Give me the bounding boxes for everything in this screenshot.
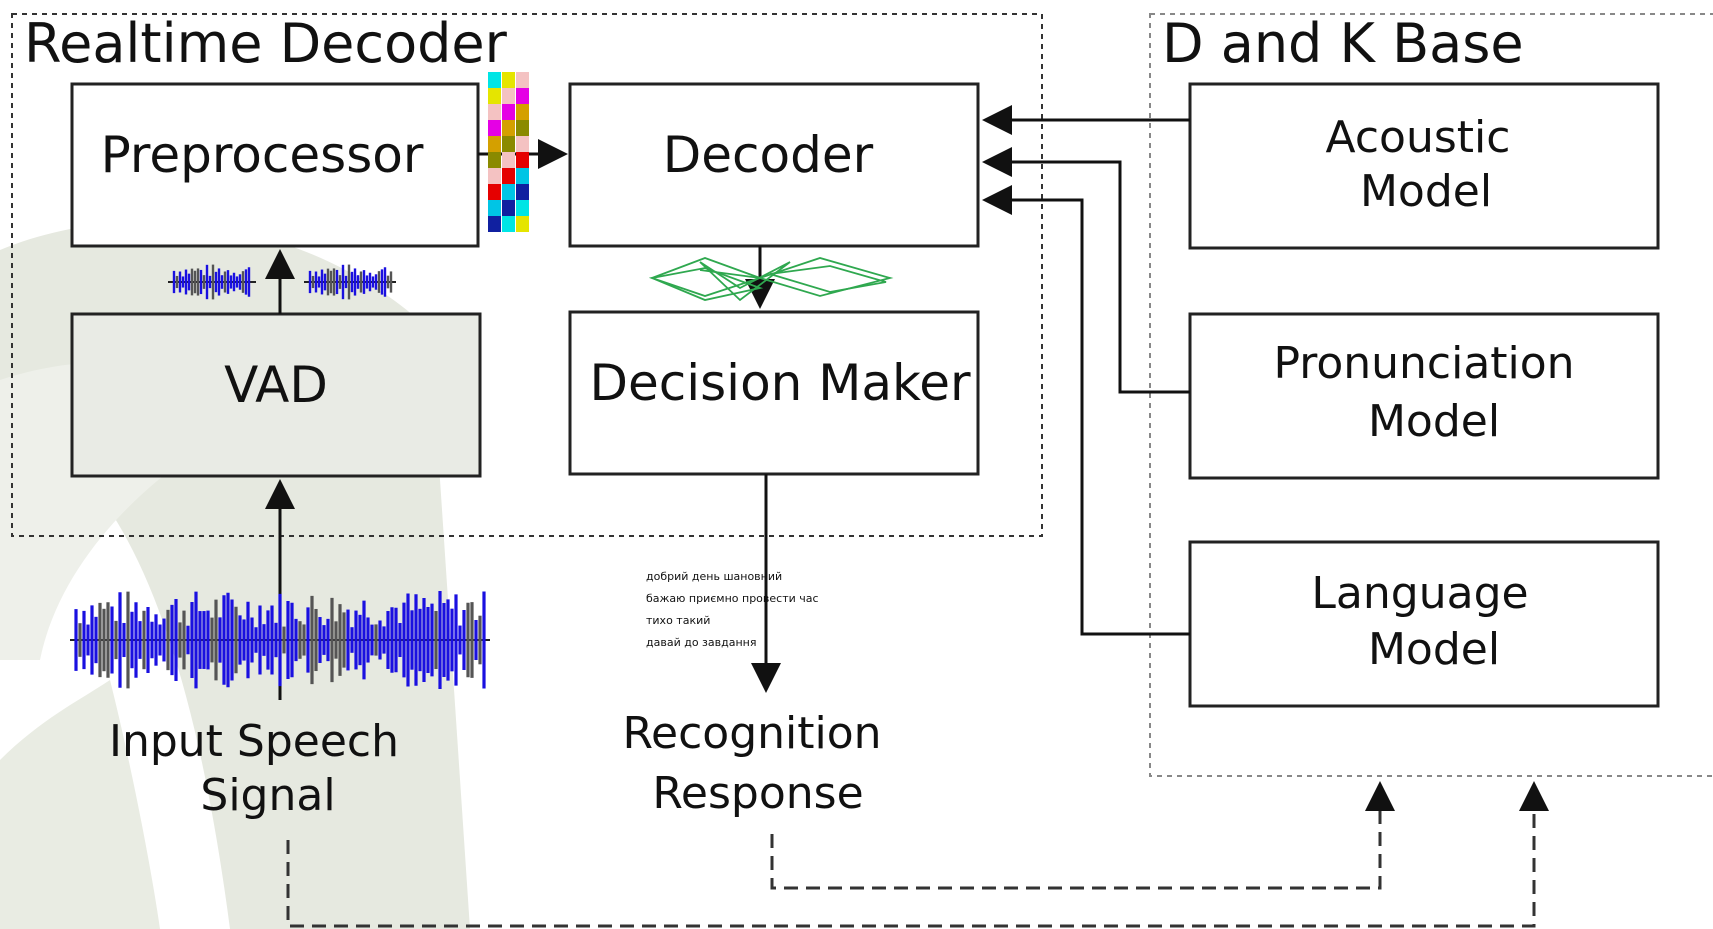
feature-cell: [516, 120, 529, 136]
realtime-decoder-frame: [11, 13, 1043, 537]
feature-cell: [516, 216, 529, 232]
feature-cell: [488, 88, 501, 104]
preprocessor-block: [70, 82, 480, 248]
knowledge-base-frame: [1149, 13, 1713, 777]
acoustic-model-label-1: Acoustic: [1326, 112, 1511, 163]
transcript-line-3: тихо такий: [646, 614, 710, 627]
feature-cell: [488, 120, 501, 136]
feature-cell: [516, 152, 529, 168]
feature-cell: [502, 88, 515, 104]
feature-cell: [488, 136, 501, 152]
language-model-label-1: Language: [1311, 568, 1528, 619]
feature-cell: [502, 184, 515, 200]
language-model-label-2: Model: [1368, 624, 1500, 675]
decoder-block: [568, 82, 980, 248]
realtime-decoder-title: Realtime Decoder: [24, 12, 508, 75]
input-waveform: [70, 591, 490, 689]
feature-cell: [516, 184, 529, 200]
response-feedback-dashed-arrow: [770, 781, 1395, 890]
vad-label: VAD: [224, 356, 328, 414]
feature-cell: [488, 152, 501, 168]
recognition-response-label-2: Response: [652, 768, 863, 819]
pronunciation-model-label-1: Pronunciation: [1273, 338, 1574, 389]
recognition-response-label-1: Recognition: [622, 708, 881, 759]
feature-cell: [516, 136, 529, 152]
transcript-line-4: давай до завдання: [646, 636, 756, 649]
decision-maker-label: Decision Maker: [589, 354, 970, 412]
input-speech-label-2: Signal: [200, 770, 335, 821]
feature-cell: [516, 168, 529, 184]
decision-maker-block: [568, 310, 980, 476]
feature-vector-graphic: [488, 72, 529, 232]
feature-cell: [488, 184, 501, 200]
vad-block: [70, 312, 482, 478]
pronunciation-model-block: [1188, 312, 1660, 480]
feature-cell: [488, 216, 501, 232]
pronunciation-model-label-2: Model: [1368, 396, 1500, 447]
feature-cell: [488, 104, 501, 120]
lattice-graphic: [648, 257, 894, 302]
feature-cell: [516, 88, 529, 104]
feature-cell: [502, 152, 515, 168]
vad-waveform-left: [168, 264, 256, 300]
feature-cell: [488, 200, 501, 216]
pronunciation-to-decoder-arrow: [982, 147, 1190, 394]
language-model-block: [1188, 540, 1660, 708]
feature-cell: [502, 168, 515, 184]
feature-cell: [502, 216, 515, 232]
feature-cell: [516, 200, 529, 216]
transcript-line-1: добрий день шановний: [646, 570, 782, 583]
feature-cell: [502, 104, 515, 120]
language-to-decoder-arrow: [982, 185, 1190, 636]
knowledge-base-title: D and K Base: [1162, 12, 1524, 75]
feature-cell: [502, 136, 515, 152]
input-speech-label-1: Input Speech: [109, 716, 399, 767]
feature-cell: [516, 104, 529, 120]
signal-feedback-dashed-arrow: [286, 781, 1549, 928]
transcript-line-2: бажаю приємно провести час: [646, 592, 819, 605]
feature-cell: [516, 72, 529, 88]
acoustic-model-label-2: Model: [1360, 166, 1492, 217]
feature-cell: [502, 72, 515, 88]
vad-waveform-right: [304, 264, 396, 300]
transcript-snippet: добрий день шановний бажаю приємно прове…: [646, 570, 819, 649]
feature-cell: [502, 200, 515, 216]
decoder-label: Decoder: [663, 126, 874, 184]
preprocessor-label: Preprocessor: [101, 126, 424, 184]
feature-cell: [488, 168, 501, 184]
feature-cell: [502, 120, 515, 136]
feature-cell: [488, 72, 501, 88]
acoustic-model-block: [1188, 82, 1660, 250]
